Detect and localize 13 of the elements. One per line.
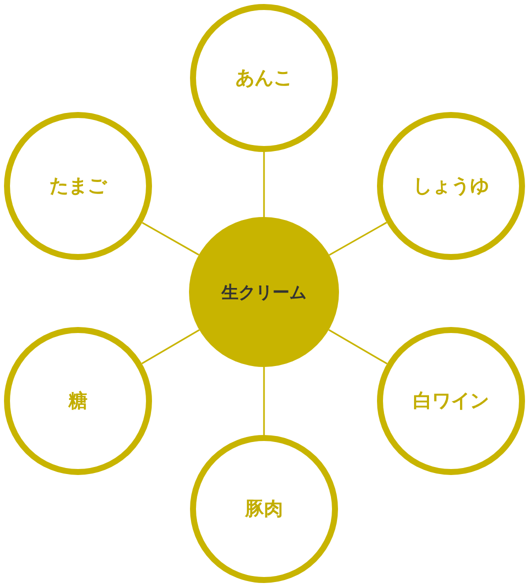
connector-line — [328, 222, 388, 256]
circle-label: 糖 — [68, 389, 88, 414]
circle-label: たまご — [50, 174, 106, 199]
connector-line — [141, 329, 200, 364]
circle-label: 豚肉 — [245, 497, 283, 522]
circle-label: 白ワイン — [413, 389, 489, 414]
circle-label: しょうゆ — [413, 174, 489, 199]
connector-line — [328, 329, 388, 364]
connector-line — [263, 367, 265, 435]
connector-line — [142, 222, 200, 256]
circle-label: 生クリーム — [222, 282, 306, 304]
connector-line — [263, 152, 265, 217]
circle-label: あんこ — [236, 66, 292, 91]
